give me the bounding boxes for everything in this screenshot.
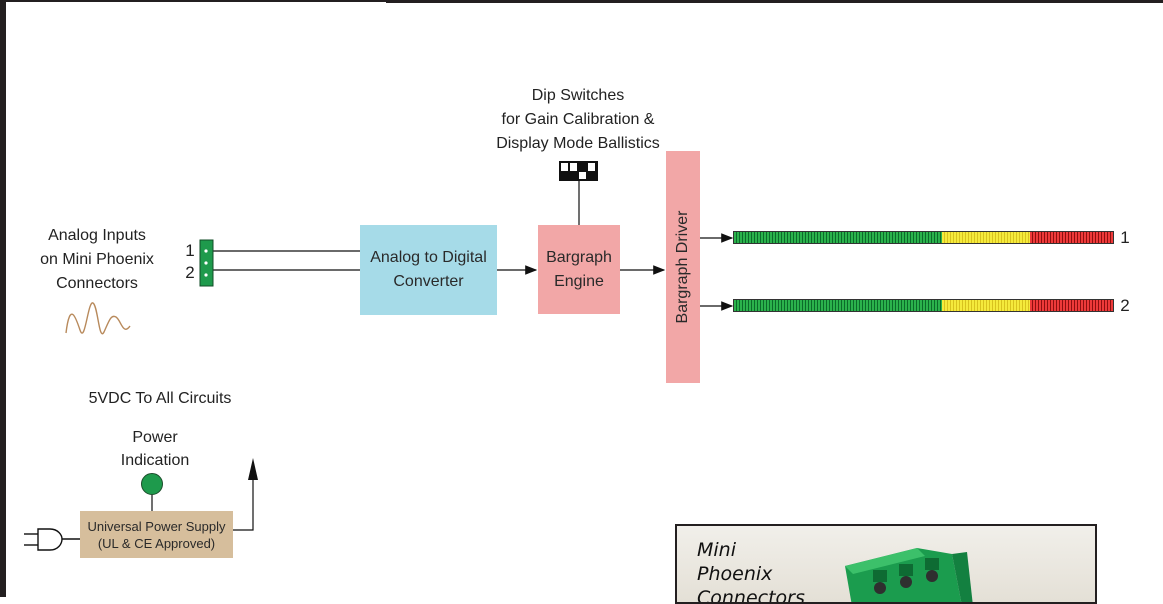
bargraph-meter-2 xyxy=(733,299,1114,312)
power-indication-label: Power Indication xyxy=(120,429,190,469)
input-number-2: 2 xyxy=(185,263,195,282)
frame-top-border xyxy=(0,0,386,2)
bargraph-engine-block: Bargraph Engine xyxy=(538,225,620,314)
meter-2-red-segment xyxy=(1029,300,1113,311)
power-indicator-led xyxy=(141,473,163,495)
psu-output-line xyxy=(233,462,254,531)
meter-1-yellow-segment xyxy=(942,232,1030,243)
dip-switches-label: Dip Switches for Gain Calibration & Disp… xyxy=(496,87,660,152)
meter-1-label: 1 xyxy=(1120,228,1130,247)
analog-inputs-label: Analog Inputs on Mini Phoenix Connectors xyxy=(40,227,154,292)
universal-power-supply-block: Universal Power Supply (UL & CE Approved… xyxy=(80,511,233,558)
green-connector-image xyxy=(845,548,973,602)
bargraph-meter-1 xyxy=(733,231,1114,244)
phoenix-connector-icon xyxy=(199,239,214,287)
power-plug-icon xyxy=(24,528,80,551)
input-number-1: 1 xyxy=(185,241,195,260)
frame-left-border xyxy=(0,0,6,597)
bargraph-driver-label: Bargraph Driver xyxy=(674,210,691,324)
frame-top-border-thick xyxy=(386,0,1163,3)
dip-switch-icon xyxy=(559,161,598,181)
mini-phoenix-photo: Mini Phoenix Connectors xyxy=(675,524,1097,604)
analog-to-digital-converter-block: Analog to Digital Converter xyxy=(360,225,497,315)
analog-waveform-icon xyxy=(65,302,131,335)
meter-2-label: 2 xyxy=(1120,296,1130,315)
psu-output-arrowhead xyxy=(248,458,258,480)
meter-1-red-segment xyxy=(1029,232,1113,243)
power-circuits-label: 5VDC To All Circuits xyxy=(88,390,232,407)
meter-1-green-segment xyxy=(734,232,943,243)
bargraph-driver-block: Bargraph Driver xyxy=(666,151,700,383)
meter-2-green-segment xyxy=(734,300,943,311)
meter-2-yellow-segment xyxy=(942,300,1030,311)
